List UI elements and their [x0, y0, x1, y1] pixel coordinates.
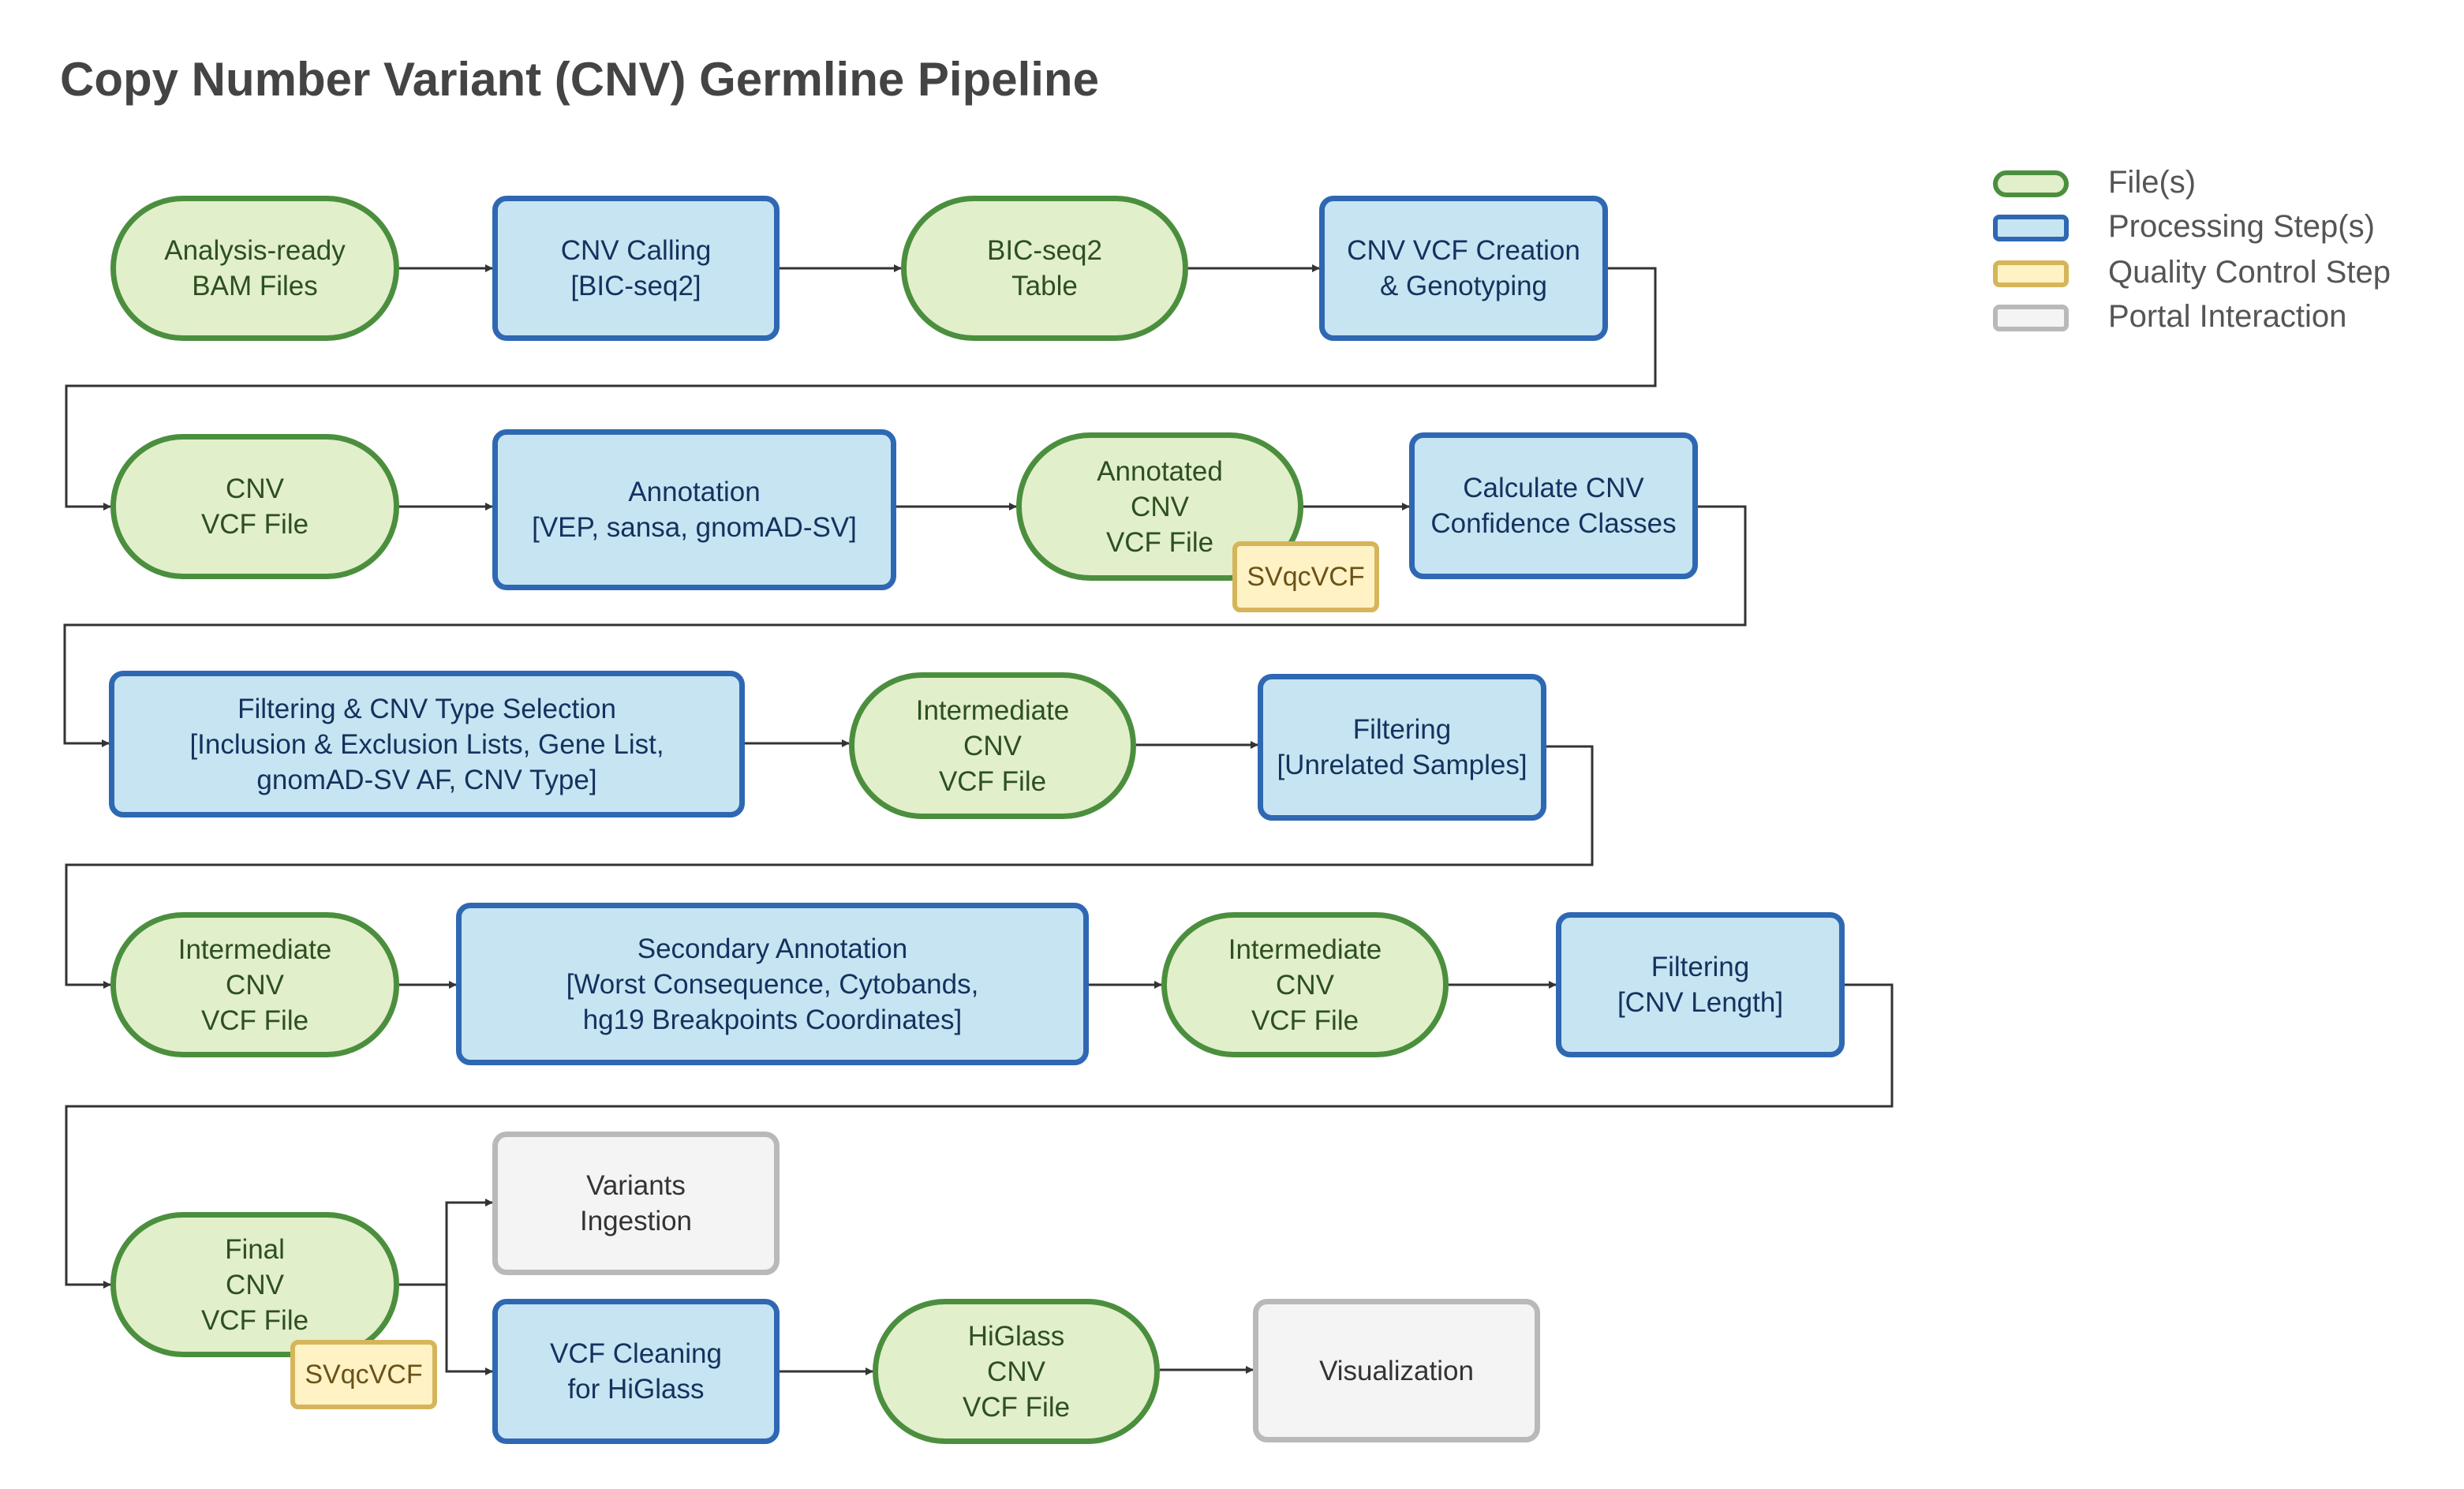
edge-filter-length-to-final-vcf: [65, 983, 1894, 1289]
node-intermediate-cnv-vcf-2: Intermediate CNV VCF File: [110, 912, 399, 1057]
legend-swatch-qc: [1993, 260, 2069, 287]
node-label: CNV VCF Creation & Genotyping: [1347, 235, 1580, 301]
node-label: Filtering [CNV Length]: [1617, 952, 1784, 1018]
node-higlass-cnv-vcf-file: HiGlass CNV VCF File: [873, 1299, 1160, 1444]
legend-swatch-process: [1993, 215, 2069, 241]
node-calculate-cnv-confidence: Calculate CNV Confidence Classes: [1409, 432, 1698, 579]
node-label: Annotated CNV VCF File: [1097, 455, 1223, 558]
node-label: CNV Calling [BIC-seq2]: [560, 235, 712, 301]
node-qc-svqcvcf-1: SVqcVCF: [1232, 541, 1379, 612]
node-label: CNV VCF File: [200, 473, 309, 540]
node-label: Filtering [Unrelated Samples]: [1277, 714, 1527, 780]
node-label: Annotation [VEP, sansa, gnomAD-SV]: [532, 477, 857, 543]
node-label: Visualization: [1319, 1355, 1474, 1386]
node-label: Secondary Annotation [Worst Consequence,…: [566, 933, 979, 1035]
node-secondary-annotation: Secondary Annotation [Worst Consequence,…: [456, 903, 1089, 1065]
legend-label-file: File(s): [2108, 165, 2197, 200]
legend-label-process: Processing Step(s): [2108, 209, 2375, 244]
legend-swatch-file: [1993, 170, 2069, 197]
node-analysis-ready-bam-files: Analysis-ready BAM Files: [110, 196, 399, 341]
legend-label-portal: Portal Interaction: [2108, 299, 2347, 334]
node-cnv-calling: CNV Calling [BIC-seq2]: [492, 196, 780, 341]
node-filtering-unrelated-samples: Filtering [Unrelated Samples]: [1258, 674, 1546, 821]
node-label: Final CNV VCF File: [200, 1233, 309, 1336]
node-variants-ingestion: Variants Ingestion: [492, 1132, 780, 1275]
node-filtering-cnv-type-selection: Filtering & CNV Type Selection [Inclusio…: [109, 671, 745, 817]
node-intermediate-cnv-vcf-1: Intermediate CNV VCF File: [849, 672, 1136, 819]
node-cnv-vcf-file: CNV VCF File: [110, 434, 399, 579]
edge-confidence-to-filter-type: [63, 505, 1747, 747]
diagram-title: Copy Number Variant (CNV) Germline Pipel…: [60, 53, 1099, 106]
node-label: Analysis-ready BAM Files: [164, 235, 346, 301]
node-final-cnv-vcf-file: Final CNV VCF File: [110, 1212, 399, 1357]
node-label: Intermediate CNV VCF File: [915, 694, 1070, 797]
node-label: HiGlass CNV VCF File: [962, 1320, 1071, 1423]
legend-label-qc: Quality Control Step: [2108, 255, 2391, 290]
node-label: Intermediate CNV VCF File: [1228, 933, 1382, 1036]
node-label: Intermediate CNV VCF File: [178, 933, 332, 1036]
edge-final-vcf-to-vcf-cleaning: [399, 1283, 493, 1375]
node-cnv-vcf-creation: CNV VCF Creation & Genotyping: [1319, 196, 1608, 341]
node-annotation: Annotation [VEP, sansa, gnomAD-SV]: [492, 429, 896, 590]
node-vcf-cleaning-for-higlass: VCF Cleaning for HiGlass: [492, 1299, 780, 1444]
node-label: SVqcVCF: [305, 1359, 423, 1390]
edge-filter-unrelated-to-inter-vcf2: [65, 745, 1594, 989]
node-intermediate-cnv-vcf-3: Intermediate CNV VCF File: [1161, 912, 1449, 1057]
node-bicseq2-table: BIC-seq2 Table: [901, 196, 1188, 341]
node-label: BIC-seq2 Table: [987, 235, 1102, 301]
node-qc-svqcvcf-2: SVqcVCF: [290, 1340, 437, 1409]
node-label: Calculate CNV Confidence Classes: [1430, 473, 1677, 539]
node-label: Filtering & CNV Type Selection [Inclusio…: [189, 693, 664, 795]
node-label: VCF Cleaning for HiGlass: [550, 1338, 722, 1405]
node-visualization: Visualization: [1253, 1299, 1540, 1442]
node-label: Variants Ingestion: [579, 1170, 693, 1236]
edge-vcf-creation-to-cnv-vcf: [65, 267, 1657, 511]
node-label: SVqcVCF: [1247, 561, 1365, 592]
edge-final-vcf-to-variants-ingestion: [399, 1199, 493, 1286]
legend-swatch-portal: [1993, 305, 2069, 331]
node-filtering-cnv-length: Filtering [CNV Length]: [1556, 912, 1845, 1057]
